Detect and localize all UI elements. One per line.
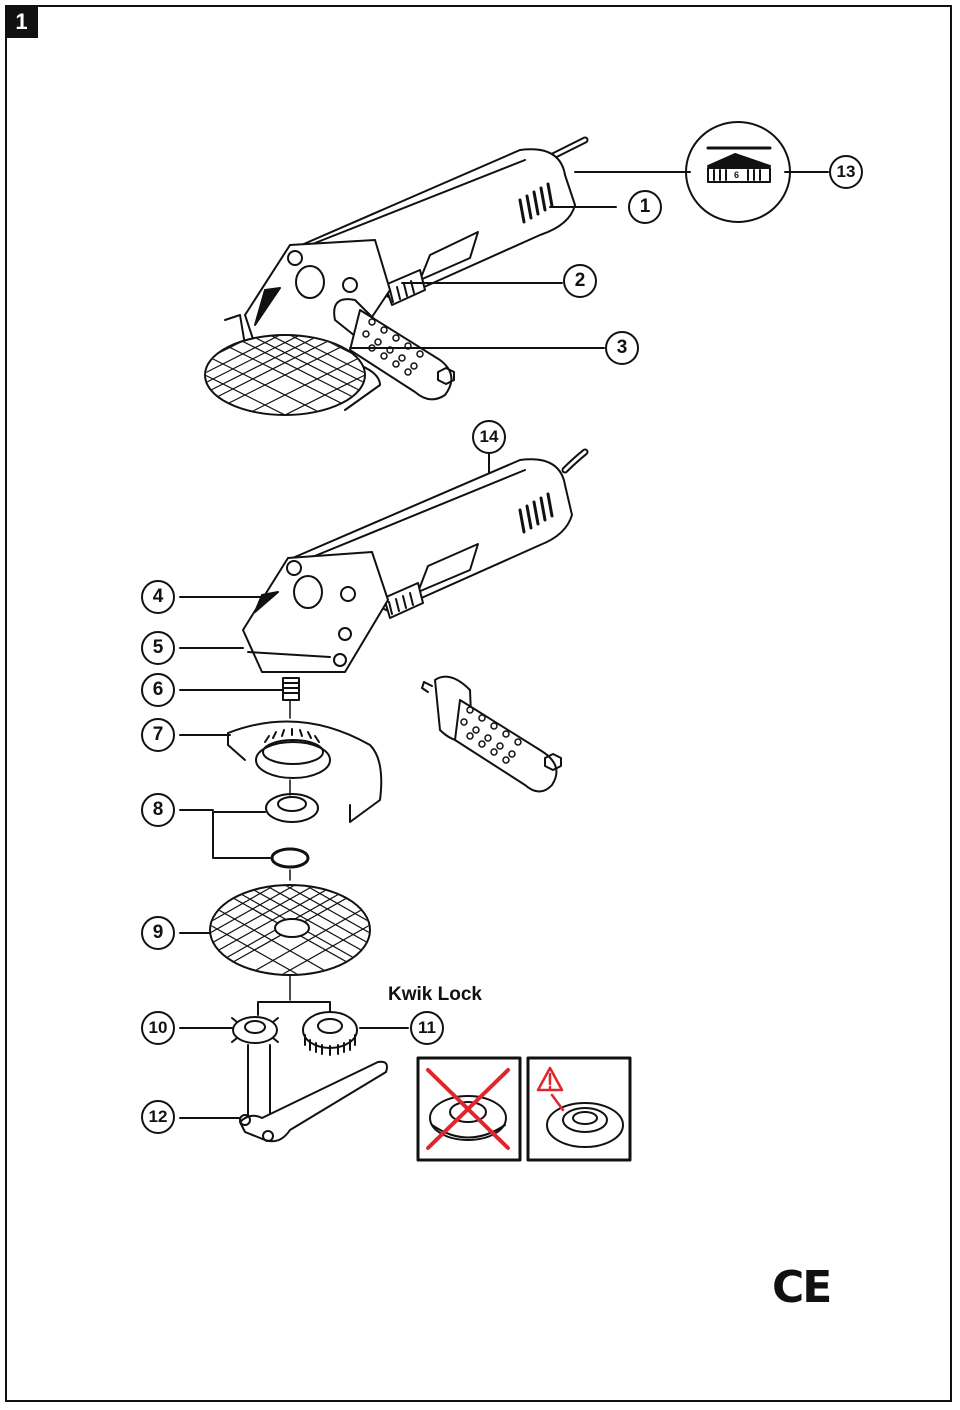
- callout-2: 2: [563, 264, 597, 298]
- grinder-assembled: [204, 136, 589, 416]
- figure-number: 1: [5, 5, 38, 38]
- pin-wrench: [239, 1044, 388, 1143]
- figure-frame: [5, 5, 952, 1402]
- kwik-lock-nut: [302, 1011, 358, 1056]
- speed-dial-detail: [685, 121, 791, 223]
- callout-7: 7: [141, 718, 175, 752]
- kwik-lock-label: Kwik Lock: [388, 984, 482, 1005]
- clamping-nut: [231, 1016, 279, 1044]
- side-handle: [421, 675, 562, 793]
- wheel-guard: [227, 720, 383, 823]
- speed-dial-value: 6: [734, 170, 740, 180]
- cutting-disc: [209, 884, 371, 976]
- ce-mark: CE: [772, 1262, 832, 1313]
- callout-6: 6: [141, 673, 175, 707]
- vent-slots-middle: [518, 492, 554, 534]
- callout-10: 10: [141, 1011, 175, 1045]
- callout-12: 12: [141, 1100, 175, 1134]
- backing-flange: [265, 793, 319, 823]
- callout-13: 13: [829, 155, 863, 189]
- callout-5: 5: [141, 631, 175, 665]
- callout-3: 3: [605, 331, 639, 365]
- callout-11: 11: [410, 1011, 444, 1045]
- grinder-exploded: [242, 448, 589, 701]
- vent-slots-top: [518, 182, 554, 224]
- cross-out-icon: [426, 1068, 510, 1150]
- callout-14: 14: [472, 420, 506, 454]
- callout-8: 8: [141, 793, 175, 827]
- o-ring: [270, 847, 310, 869]
- callout-1: 1: [628, 190, 662, 224]
- warning-triangle-icon: [536, 1066, 565, 1112]
- correct-mounting-box: [526, 1056, 632, 1162]
- callout-9: 9: [141, 916, 175, 950]
- callout-4: 4: [141, 580, 175, 614]
